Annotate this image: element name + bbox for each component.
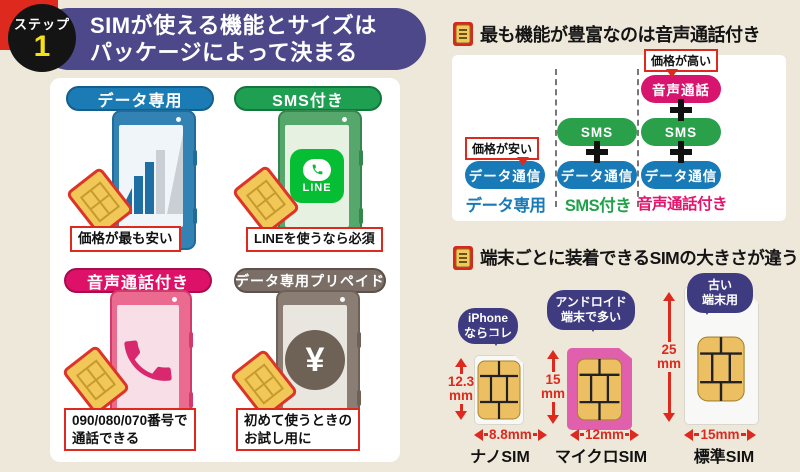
note-prepaid: 初めて使うときの お試し用に <box>236 408 360 452</box>
side-button <box>189 392 193 408</box>
step-number: 1 <box>33 30 51 64</box>
camera-dot <box>342 117 347 122</box>
header-voice: 音声通話付き <box>64 268 212 293</box>
title-line-2: パッケージによって決まる <box>90 40 358 65</box>
side-button <box>357 332 361 348</box>
note-data-only: 価格が最も安い <box>70 226 181 252</box>
side-button <box>357 390 361 406</box>
micro-label: マイクロSIM <box>554 449 648 466</box>
nano-bubble: iPhone ならコレ <box>458 308 518 346</box>
gold-chip <box>576 358 623 421</box>
block-data-3: データ通信 <box>641 161 721 189</box>
header-sms: SMS付き <box>234 86 382 111</box>
column-divider <box>555 69 557 207</box>
features-heading: 最も機能が豊富なのは音声通話付き <box>452 21 761 47</box>
gold-chip <box>697 336 745 402</box>
standard-width-measure: 15mm <box>678 427 762 442</box>
title-line-1: SIMが使える機能とサイズは <box>90 12 377 38</box>
sim-chip-icon <box>453 22 473 46</box>
plus-icon <box>670 99 692 121</box>
bubble-tail <box>490 336 502 352</box>
price-high-callout: 価格が高い <box>644 49 719 78</box>
bubble-tail <box>587 322 599 338</box>
column-label-sms: SMS付き <box>564 197 632 215</box>
block-data-1: データ通信 <box>465 161 545 189</box>
callout-pointer <box>666 69 678 84</box>
feature-diagram: データ通信 データ専用 SMS データ通信 SMS付き 音声通話 SMS データ… <box>452 49 786 221</box>
side-button <box>359 150 363 166</box>
block-voice-3: 音声通話 <box>641 75 721 103</box>
nano-label: ナノSIM <box>470 449 530 466</box>
plus-icon <box>670 141 692 163</box>
note-prepaid-line-1: 初めて使うときの <box>244 413 352 428</box>
step-badge: ステップ 1 <box>8 4 76 72</box>
micro-width-measure: 12mm <box>564 427 640 442</box>
side-button <box>189 332 193 348</box>
price-low-callout: 価格が安い <box>465 137 540 166</box>
camera-dot <box>172 297 177 302</box>
phone-glyph <box>312 164 322 175</box>
column-label-voice: 音声通話付き <box>636 196 728 213</box>
line-speech-bubble-icon <box>303 158 331 181</box>
note-prepaid-line-2: お試し用に <box>244 430 312 446</box>
micro-sim-card <box>567 348 632 430</box>
micro-bubble: アンドロイド 端末で多い <box>547 290 635 332</box>
side-button <box>193 150 197 166</box>
yen-icon: ¥ <box>285 330 345 390</box>
title-banner: SIMが使える機能とサイズは パッケージによって決まる <box>38 8 426 70</box>
sim-chip-icon <box>453 246 473 270</box>
phone-sms: LINE <box>278 110 363 250</box>
plus-icon <box>586 141 608 163</box>
features-heading-text: 最も機能が豊富なのは音声通話付き <box>480 25 761 45</box>
sizes-heading-text: 端末ごとに装着できるSIMの大きさが違う <box>480 248 799 268</box>
note-sms: LINEを使うなら必須 <box>246 227 383 252</box>
line-label: LINE <box>302 181 332 194</box>
block-data-2: データ通信 <box>557 161 637 189</box>
sim-types-panel: データ専用 価格が最も安い SMS付き <box>50 78 400 462</box>
gold-chip <box>477 360 521 420</box>
callout-pointer <box>517 157 530 172</box>
line-app-icon: LINE <box>290 149 344 203</box>
side-button <box>193 208 197 224</box>
standard-label: 標準SIM <box>693 449 755 466</box>
side-button <box>359 208 363 224</box>
header-prepaid: データ専用プリペイド <box>234 268 386 293</box>
nano-sim-card <box>474 355 524 425</box>
column-label-data-only: データ専用 <box>465 197 547 215</box>
screen-prepaid: ¥ <box>283 305 347 415</box>
camera-dot <box>176 117 181 122</box>
note-voice: 090/080/070番号で 通話できる <box>64 408 196 452</box>
camera-dot <box>340 297 345 302</box>
sizes-heading: 端末ごとに装着できるSIMの大きさが違う <box>452 245 799 271</box>
note-voice-line-2: 通話できる <box>72 430 140 446</box>
header-data-only: データ専用 <box>66 86 214 111</box>
step-label: ステップ <box>13 17 70 33</box>
standard-bubble: 古い 端末用 <box>687 273 753 315</box>
bubble-tail <box>701 305 713 321</box>
handset-icon <box>124 340 172 381</box>
note-voice-line-1: 090/080/070番号で <box>72 413 188 428</box>
nano-width-measure: 8.8mm <box>468 427 547 442</box>
screen-voice <box>117 305 179 417</box>
column-divider <box>637 69 639 207</box>
